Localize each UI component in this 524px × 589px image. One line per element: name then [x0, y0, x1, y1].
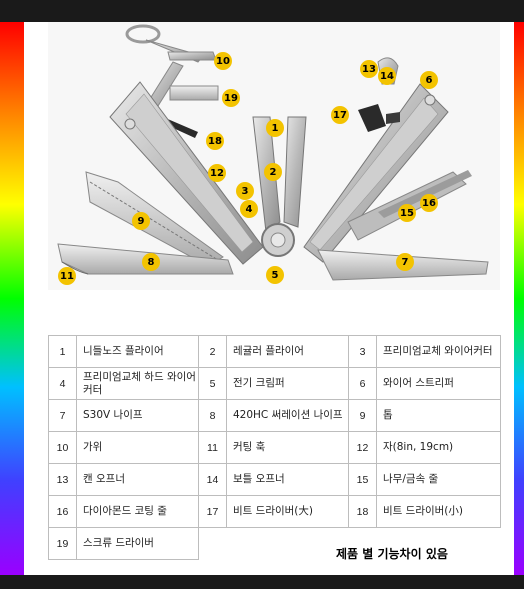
multitool-illustration: 10 19 18 12 9 8 11 1 2 3 4 5 13 14 6 17 … — [48, 22, 500, 290]
badge-17: 17 — [331, 106, 349, 124]
table-row: 4 프리미엄교체 하드 와이어커터 5 전기 크림퍼 6 와이어 스트리퍼 — [48, 367, 501, 400]
part-name: 전기 크림퍼 — [226, 367, 349, 400]
part-number: 5 — [198, 367, 227, 400]
part-name: 와이어 스트리퍼 — [376, 367, 501, 400]
badge-6: 6 — [420, 71, 438, 89]
badge-19: 19 — [222, 89, 240, 107]
table-row: 19 스크류 드라이버 — [48, 527, 501, 560]
feature-note: 제품 별 기능차이 있음 — [336, 547, 448, 561]
part-name: 나무/금속 줄 — [376, 463, 501, 496]
part-number: 2 — [198, 335, 227, 368]
part-name: 다이아몬드 코팅 줄 — [76, 495, 199, 528]
top-bar — [0, 0, 524, 22]
part-number: 14 — [198, 463, 227, 496]
part-name: 프리미엄교체 와이어커터 — [376, 335, 501, 368]
part-number: 11 — [198, 431, 227, 464]
badge-12: 12 — [208, 164, 226, 182]
part-name: 비트 드라이버(小) — [376, 495, 501, 528]
badge-8: 8 — [142, 253, 160, 271]
parts-table: 1 니들노즈 플라이어 2 레귤러 플라이어 3 프리미엄교체 와이어커터 4 … — [48, 335, 501, 560]
part-number: 12 — [348, 431, 377, 464]
multitool-drawing — [57, 24, 489, 281]
badge-3: 3 — [236, 182, 254, 200]
part-name: 가위 — [76, 431, 199, 464]
part-number: 9 — [348, 399, 377, 432]
badge-5: 5 — [266, 266, 284, 284]
table-row: 16 다이아몬드 코팅 줄 17 비트 드라이버(大) 18 비트 드라이버(小… — [48, 495, 501, 528]
badge-18: 18 — [206, 132, 224, 150]
badge-11: 11 — [58, 267, 76, 285]
part-number: 17 — [198, 495, 227, 528]
parts-table-container: 1 니들노즈 플라이어 2 레귤러 플라이어 3 프리미엄교체 와이어커터 4 … — [48, 335, 501, 565]
large-bit-tool — [358, 104, 386, 132]
scissors-tool — [125, 24, 217, 107]
rainbow-border-left — [0, 22, 24, 575]
part-name: 보틀 오프너 — [226, 463, 349, 496]
part-name: 커팅 훅 — [226, 431, 349, 464]
part-number: 4 — [48, 367, 77, 400]
screwdriver-tool — [169, 85, 219, 101]
part-number: 8 — [198, 399, 227, 432]
badge-9: 9 — [132, 212, 150, 230]
bottom-bar — [0, 575, 524, 589]
part-name: 비트 드라이버(大) — [226, 495, 349, 528]
part-name: 스크류 드라이버 — [76, 527, 199, 560]
rainbow-border-right — [514, 22, 524, 575]
part-number: 10 — [48, 431, 77, 464]
part-name: 니들노즈 플라이어 — [76, 335, 199, 368]
part-name: 캔 오프너 — [76, 463, 199, 496]
part-number: 18 — [348, 495, 377, 528]
part-number: 19 — [48, 527, 77, 560]
right-handle — [303, 83, 449, 263]
part-number: 1 — [48, 335, 77, 368]
part-number: 16 — [48, 495, 77, 528]
badge-15: 15 — [398, 204, 416, 222]
badge-16: 16 — [420, 194, 438, 212]
part-number: 3 — [348, 335, 377, 368]
badge-13: 13 — [360, 60, 378, 78]
table-row: 1 니들노즈 플라이어 2 레귤러 플라이어 3 프리미엄교체 와이어커터 — [48, 335, 501, 368]
badge-10: 10 — [214, 52, 232, 70]
badge-1: 1 — [266, 119, 284, 137]
part-name: 레귤러 플라이어 — [226, 335, 349, 368]
table-row: 7 S30V 나이프 8 420HC 써레이션 나이프 9 톱 — [48, 399, 501, 432]
part-name: S30V 나이프 — [76, 399, 199, 432]
badge-4: 4 — [240, 200, 258, 218]
part-name: 톱 — [376, 399, 501, 432]
pliers-tool — [252, 116, 307, 257]
badge-7: 7 — [396, 253, 414, 271]
table-row: 13 캔 오프너 14 보틀 오프너 15 나무/금속 줄 — [48, 463, 501, 496]
table-row: 10 가위 11 커팅 훅 12 자(8in, 19cm) — [48, 431, 501, 464]
badge-2: 2 — [264, 163, 282, 181]
part-name: 자(8in, 19cm) — [376, 431, 501, 464]
part-number: 6 — [348, 367, 377, 400]
part-number: 15 — [348, 463, 377, 496]
part-number: 7 — [48, 399, 77, 432]
part-number: 13 — [48, 463, 77, 496]
part-name: 프리미엄교체 하드 와이어커터 — [76, 367, 199, 400]
badge-14: 14 — [378, 67, 396, 85]
part-name: 420HC 써레이션 나이프 — [226, 399, 349, 432]
